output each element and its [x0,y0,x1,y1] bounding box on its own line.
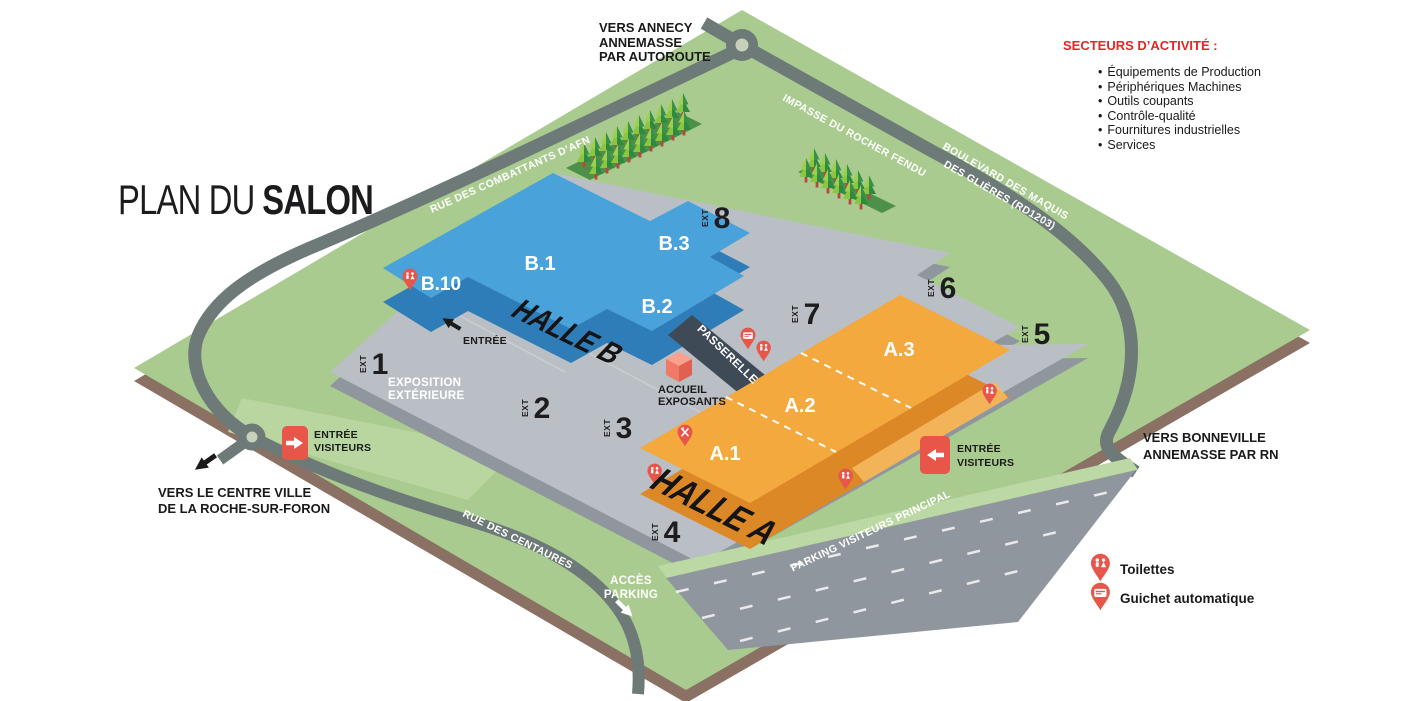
entrance-east-label: ENTRÉE VISITEURS [957,442,1014,469]
zone-label-b3: B.3 [658,233,689,255]
ext-zone-1: EXT 1 [358,348,388,381]
svg-text:EXT: EXT [1020,325,1030,343]
halle-a-building [640,295,1010,549]
accueil-cube [666,352,692,382]
svg-text:EXT: EXT [602,419,612,437]
atm-pin [1091,583,1110,611]
zone-label-a1: A.1 [709,443,740,465]
svg-text:EXT: EXT [926,279,936,297]
svg-text:8: 8 [714,202,731,235]
svg-text:5: 5 [1034,318,1051,351]
direction-annecy: VERS ANNECY ANNEMASSE PAR AUTOROUTE [599,20,711,64]
zone-label-b1: B.1 [524,253,555,275]
zone-label-b2: B.2 [641,296,672,318]
halle-b-building [383,173,750,365]
svg-text:VISITEURS: VISITEURS [314,442,371,454]
legend-toilets-label: Toilettes [1120,562,1175,577]
centre-ville-arrow-icon [191,450,219,475]
svg-text:VERS ANNECY: VERS ANNECY [599,20,693,35]
ext-zone-4: EXT 4 [650,516,681,549]
roundabout-west [238,423,266,451]
ext-zone-8: EXT 8 [700,202,730,235]
toilet-pin [1091,554,1110,582]
ext-zone-5: EXT 5 [1020,318,1050,351]
svg-text:EXT: EXT [650,523,660,541]
acces-parking-label: ACCÈS PARKING [604,574,658,601]
parking-curb-green [658,458,1138,580]
legend-atm-label: Guichet automatique [1120,591,1255,606]
svg-text:VERS LE CENTRE VILLE: VERS LE CENTRE VILLE [158,485,311,500]
road-combattants [188,42,745,443]
accueil-exposants-label: ACCUEIL EXPOSANTS [658,384,726,408]
svg-text:ENTRÉE: ENTRÉE [957,442,1001,455]
svg-text:•Équipements de Production: •Équipements de Production [1098,64,1261,79]
halle-a-roof [640,295,1010,503]
halle-b-roof [383,173,750,331]
roundabout-north [726,29,758,61]
legend: Toilettes Guichet automatique [1091,554,1255,611]
halle-a-light-band [852,382,1008,482]
svg-text:ANNEMASSE PAR RN: ANNEMASSE PAR RN [1143,447,1279,462]
svg-text:•Périphériques Machines: •Périphériques Machines [1098,80,1242,94]
svg-text:EXT: EXT [700,209,710,227]
svg-text:•Contrôle-qualité: •Contrôle-qualité [1098,109,1196,123]
svg-text:6: 6 [940,272,957,305]
svg-text:EXT: EXT [520,399,530,417]
svg-text:VERS BONNEVILLE: VERS BONNEVILLE [1143,430,1266,445]
svg-text:VISITEURS: VISITEURS [957,457,1014,469]
sectors-panel: SECTEURS D’ACTIVITÉ : •Équipements de Pr… [1063,38,1261,152]
ext-zone-2: EXT 2 [520,392,550,425]
entrance-west-label: ENTRÉE VISITEURS [314,428,371,454]
sectors-heading: SECTEURS D’ACTIVITÉ : [1063,38,1218,53]
ext-zone-3: EXT 3 [602,412,632,445]
svg-text:PARKING: PARKING [604,589,658,601]
direction-bonneville: VERS BONNEVILLE ANNEMASSE PAR RN [1143,430,1279,462]
svg-text:EXT: EXT [790,305,800,323]
passerelle-bridge [668,315,776,404]
tree-row-east [798,148,896,213]
road-impasse-boulevard [738,39,1140,478]
zone-label-b10: B.10 [421,274,461,295]
svg-text:DE LA ROCHE-SUR-FORON: DE LA ROCHE-SUR-FORON [158,501,330,516]
tree-row-north [566,93,702,180]
land-light-wedge [228,398,515,500]
svg-text:EXT: EXT [358,355,368,373]
ext-zone-6: EXT 6 [926,272,956,305]
parking-stall-lines [675,488,1119,643]
svg-text:7: 7 [804,298,821,331]
zone-label-a2: A.2 [784,395,815,417]
svg-text:ACCUEIL: ACCUEIL [658,384,707,396]
road-centaures [249,431,645,695]
svg-text:3: 3 [616,412,633,445]
parking-lot [666,470,1136,650]
svg-text:•Fournitures industrielles: •Fournitures industrielles [1098,123,1240,137]
svg-text:EXTÉRIEURE: EXTÉRIEURE [388,389,465,402]
svg-text:2: 2 [534,392,551,425]
svg-text:EXPOSANTS: EXPOSANTS [658,396,726,408]
svg-text:EXPOSITION: EXPOSITION [388,377,461,389]
svg-text:ENTRÉE: ENTRÉE [314,428,358,441]
visitor-entrance-marker-east [920,436,950,474]
zone-label-a3: A.3 [883,339,914,361]
svg-text:1: 1 [372,348,389,381]
svg-text:PAR AUTOROUTE: PAR AUTOROUTE [599,49,711,64]
entrance-b-label: ENTRÉE [463,334,507,347]
svg-text:•Services: •Services [1098,138,1155,152]
svg-text:4: 4 [664,516,681,549]
ext-zone-7: EXT 7 [790,298,820,331]
svg-text:ANNEMASSE: ANNEMASSE [599,35,682,50]
direction-centre-ville: VERS LE CENTRE VILLE DE LA ROCHE-SUR-FOR… [158,485,330,516]
visitor-entrance-marker-west [282,426,308,460]
svg-text:•Outils coupants: •Outils coupants [1098,94,1194,108]
exposition-exterieure-label: EXPOSITION EXTÉRIEURE [388,377,465,402]
svg-text:ACCÈS: ACCÈS [610,574,652,587]
